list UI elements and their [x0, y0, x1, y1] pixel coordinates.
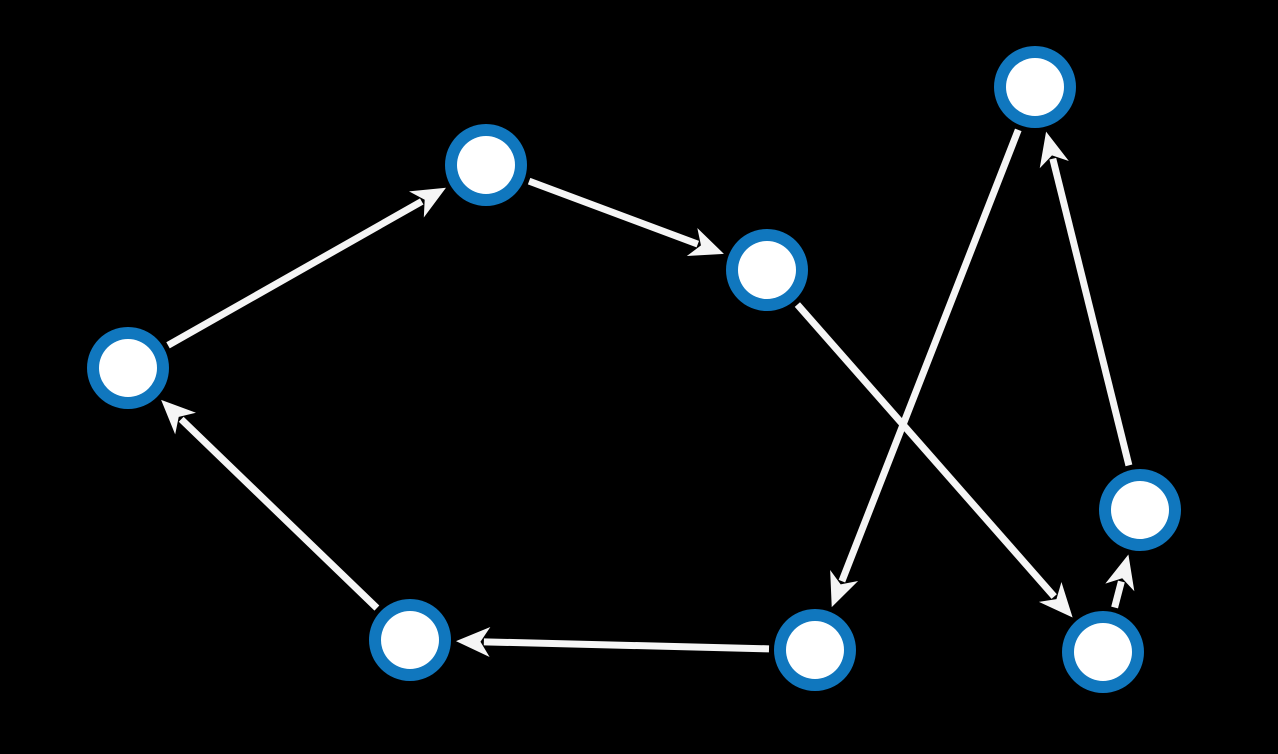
node-bottom-middle-core — [786, 621, 844, 679]
edge-top-left-to-top-middle-arrowhead-icon — [686, 227, 724, 257]
node-top-right[interactable] — [994, 46, 1076, 128]
edge-top-middle-to-bottom-right-line — [794, 302, 1057, 599]
edges-layer — [161, 128, 1135, 657]
node-right-middle[interactable] — [1099, 469, 1181, 551]
edge-top-left-to-top-middle-line — [527, 177, 700, 248]
nodes-layer — [87, 46, 1181, 693]
edge-left-to-top-left-arrowhead-icon — [409, 187, 446, 218]
node-bottom-left-core — [381, 611, 439, 669]
edge-bottom-middle-to-bottom-left[interactable] — [455, 626, 770, 657]
edge-top-middle-to-bottom-right-arrowhead-icon — [1038, 582, 1073, 618]
edge-top-right-to-bottom-middle-arrowhead-icon — [830, 570, 859, 608]
node-left-core — [99, 339, 157, 397]
node-top-left[interactable] — [445, 124, 527, 206]
edge-top-right-to-bottom-middle[interactable] — [830, 128, 1022, 608]
edge-bottom-left-to-left-arrowhead-icon — [161, 399, 196, 435]
edge-bottom-right-to-right-middle[interactable] — [1105, 554, 1135, 609]
node-right-middle-core — [1111, 481, 1169, 539]
edge-top-left-to-top-middle[interactable] — [527, 177, 724, 257]
edge-bottom-middle-to-bottom-left-arrowhead-icon — [455, 626, 491, 657]
node-top-left-core — [457, 136, 515, 194]
edge-left-to-top-left-line — [166, 198, 424, 349]
node-bottom-middle[interactable] — [774, 609, 856, 691]
edge-bottom-right-to-right-middle-arrowhead-icon — [1105, 554, 1135, 592]
edge-top-right-to-bottom-middle-line — [838, 128, 1022, 583]
edge-bottom-middle-to-bottom-left-line — [483, 638, 770, 653]
node-top-middle[interactable] — [726, 229, 808, 311]
edge-bottom-left-to-left-line — [178, 416, 380, 611]
edge-left-to-top-left[interactable] — [166, 187, 446, 349]
edge-right-middle-to-top-right-arrowhead-icon — [1039, 131, 1069, 169]
edge-right-middle-to-top-right-line — [1049, 157, 1133, 467]
edge-right-middle-to-top-right[interactable] — [1039, 131, 1133, 467]
node-bottom-left[interactable] — [369, 599, 451, 681]
node-top-middle-core — [738, 241, 796, 299]
node-top-right-core — [1006, 58, 1064, 116]
edge-bottom-right-to-right-middle-line — [1111, 580, 1125, 609]
node-left[interactable] — [87, 327, 169, 409]
edge-top-middle-to-bottom-right[interactable] — [794, 302, 1073, 618]
node-bottom-right-core — [1074, 623, 1132, 681]
edge-bottom-left-to-left[interactable] — [161, 399, 380, 611]
node-bottom-right[interactable] — [1062, 611, 1144, 693]
